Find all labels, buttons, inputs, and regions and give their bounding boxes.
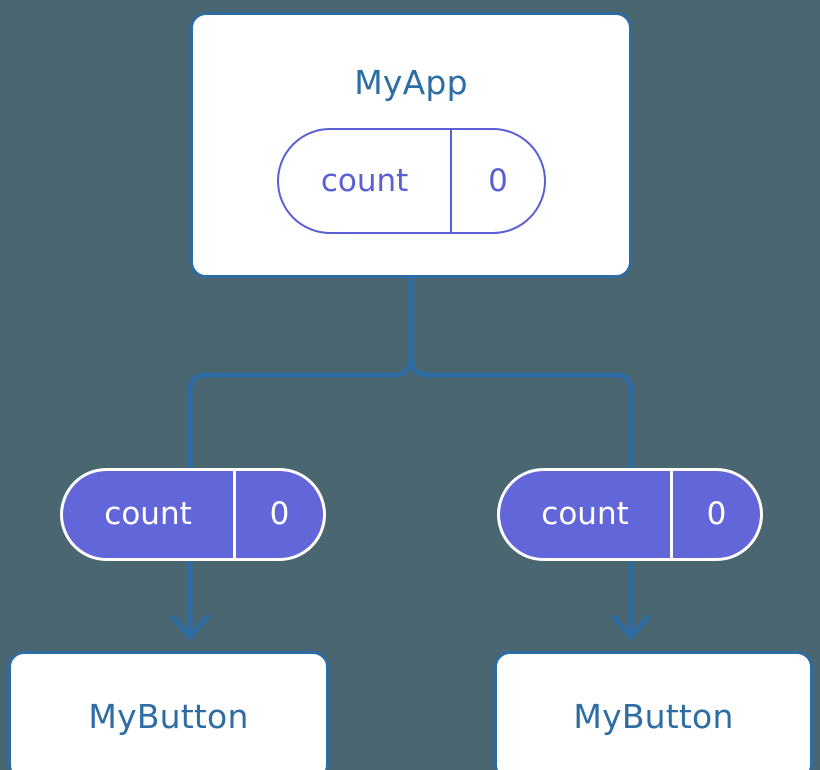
component-title-mybutton: MyButton <box>88 696 249 736</box>
state-key-label: count <box>279 130 453 232</box>
state-key-label: count <box>63 471 237 558</box>
component-title-myapp: MyApp <box>354 63 468 102</box>
state-key-label: count <box>500 471 674 558</box>
branch-left-line <box>187 347 414 471</box>
state-value-label: 0 <box>706 496 727 532</box>
state-value-label: 0 <box>488 162 508 199</box>
component-box-mybutton-0[interactable]: MyButton <box>8 651 329 770</box>
component-box-mybutton-1[interactable]: MyButton <box>494 651 813 770</box>
arrow-down-icon-right <box>611 614 651 640</box>
state-pill-child-1[interactable]: count 0 <box>497 468 763 561</box>
arrow-down-icon-left <box>170 614 210 640</box>
state-pill-root[interactable]: count 0 <box>277 128 546 234</box>
component-title-mybutton: MyButton <box>573 696 734 736</box>
state-pill-child-0[interactable]: count 0 <box>60 468 326 561</box>
branch-right-line <box>408 347 634 471</box>
state-value-label: 0 <box>269 496 290 532</box>
